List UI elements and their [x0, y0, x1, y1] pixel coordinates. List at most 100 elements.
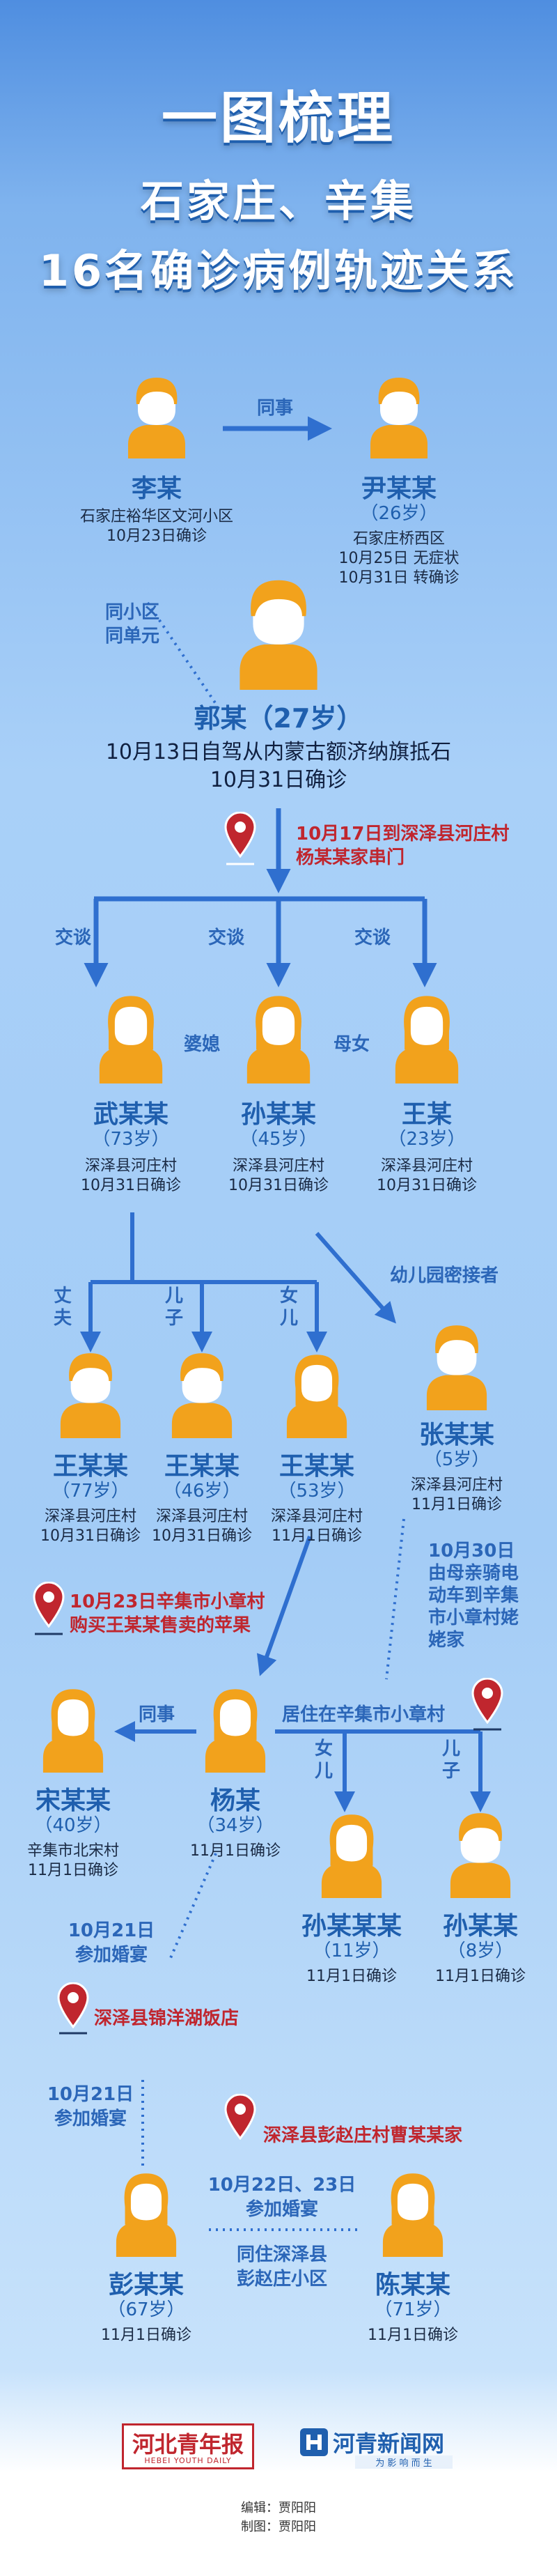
relation-colleague-1: 同事	[256, 398, 293, 419]
person-name-wang77: 王某某	[52, 1452, 128, 1481]
person-age-wang46: （46岁）	[163, 1481, 241, 1502]
relation-zhang-trip-4: 市小章村姥	[428, 1607, 519, 1628]
person-icon	[370, 378, 427, 458]
location-xiaozhang-buy-2: 购买王某某售卖的苹果	[70, 1615, 251, 1636]
relation-wedding1-1: 10月21日	[68, 1920, 155, 1941]
person-icon	[99, 996, 163, 1083]
relation-daughter-2: 儿	[279, 1308, 298, 1329]
person-info-wang77-1: 深泽县河庄村	[44, 1508, 136, 1525]
person-icon	[321, 1814, 382, 1898]
dotted-zhang-trip	[385, 1518, 405, 1680]
person-name-wu: 武某某	[93, 1100, 168, 1129]
person-icon	[60, 1353, 121, 1438]
person-info-yin-1: 石家庄桥西区	[352, 530, 445, 548]
arrow-kindergarten	[315, 1232, 396, 1324]
title-line-1: 一图梳理	[162, 86, 395, 151]
relation-same-unit-2: 同单元	[104, 626, 159, 647]
person-info-wu-1: 深泽县河庄村	[84, 1157, 177, 1175]
person-age-wang53: （53岁）	[278, 1481, 356, 1502]
person-icon	[382, 2173, 444, 2257]
person-name-zhang: 张某某	[418, 1421, 494, 1449]
person-info-li-1: 石家庄裕华区文河小区	[79, 508, 233, 525]
hebei-youth-daily-logo: 河北青年报 HEBEI YOUTH DAILY	[122, 2423, 254, 2469]
person-info-song-2: 11月1日确诊	[28, 1862, 118, 1879]
arrow-apple	[256, 1535, 312, 1676]
relation-daughter2-2: 儿	[314, 1761, 333, 1782]
person-icon	[395, 996, 459, 1083]
location-live-xiaozhang: 居住在辛集市小章村	[282, 1704, 446, 1725]
person-age-wang77: （77岁）	[52, 1481, 130, 1502]
person-icon	[128, 378, 185, 458]
location-pin-icon	[471, 1678, 503, 1724]
designer-credit: 制图：贾阳阳	[241, 2520, 316, 2534]
person-info-yin-2: 10月25日 无症状	[338, 550, 460, 567]
person-info-wang53-2: 11月1日确诊	[272, 1527, 362, 1545]
person-icon	[450, 1813, 511, 1898]
relation-wedding2-1: 10月21日	[47, 2084, 134, 2105]
person-name-song: 宋某某	[35, 1787, 111, 1815]
person-info-zhang-2: 11月1日确诊	[411, 1496, 502, 1513]
person-age-zhang: （5岁）	[423, 1449, 490, 1470]
person-info-wang46-1: 深泽县河庄村	[155, 1508, 248, 1525]
person-icon	[205, 1689, 266, 1773]
person-name-yang: 杨某	[210, 1787, 260, 1815]
person-info-li-2: 10月23日确诊	[107, 527, 207, 545]
person-info-sun8-1: 11月1日确诊	[435, 1968, 526, 1985]
editor-credit: 编辑：贾阳阳	[241, 2501, 316, 2515]
person-name-guo: 郭某（27岁）	[194, 703, 363, 734]
person-name-sun45: 孙某某	[240, 1100, 316, 1129]
location-pin-icon	[33, 1582, 65, 1628]
person-age-peng: （67岁）	[107, 2299, 185, 2320]
location-xiaozhang-buy-1: 10月23日辛集市小章村	[70, 1591, 265, 1612]
relation-son2-2: 子	[441, 1761, 460, 1782]
location-hotel: 深泽县锦洋湖饭店	[94, 2008, 240, 2029]
person-age-sun8: （8岁）	[447, 1941, 514, 1961]
person-name-li: 李某	[131, 475, 182, 503]
person-info-song-1: 辛集市北宋村	[26, 1842, 119, 1860]
logo1-main-text: 河北青年报	[132, 2431, 244, 2458]
person-icon	[246, 996, 311, 1083]
relation-zhang-trip-3: 动车到辛集	[428, 1585, 519, 1606]
person-info-wu-2: 10月31日确诊	[81, 1177, 181, 1194]
person-age-sun45: （45岁）	[240, 1129, 317, 1150]
location-pin-icon	[57, 1982, 89, 2028]
relation-son2-1: 儿	[441, 1738, 460, 1759]
relation-son-2: 子	[164, 1308, 183, 1329]
person-age-sun11: （11岁）	[313, 1941, 391, 1961]
person-age-chen: （71岁）	[374, 2299, 452, 2320]
relation-same-community-1: 同住深泽县	[236, 2244, 327, 2265]
hebei-news-logo: 河青新闻网 为 影 响 而 生	[299, 2423, 453, 2469]
person-name-wang53: 王某某	[278, 1452, 354, 1481]
person-info-guo-2: 10月31日确诊	[210, 768, 347, 792]
person-name-chen: 陈某某	[375, 2271, 450, 2299]
person-info-sun45-1: 深泽县河庄村	[232, 1157, 324, 1175]
relation-wedding3-2: 参加婚宴	[245, 2199, 318, 2220]
person-name-wang46: 王某某	[164, 1452, 240, 1481]
person-name-yin: 尹某某	[361, 475, 437, 503]
person-icon	[116, 2173, 177, 2257]
person-icon	[240, 580, 317, 690]
person-name-sun8: 孙某某	[442, 1912, 518, 1941]
relation-colleague-2: 同事	[138, 1704, 175, 1725]
relation-kindergarten: 幼儿园密接者	[390, 1265, 499, 1286]
person-icon	[171, 1353, 233, 1438]
person-info-peng-1: 11月1日确诊	[101, 2327, 191, 2344]
person-info-wang23-1: 深泽县河庄村	[380, 1157, 473, 1175]
person-info-sun11-1: 11月1日确诊	[306, 1968, 397, 1985]
relation-husband-1: 丈	[53, 1286, 72, 1306]
person-info-chen-1: 11月1日确诊	[368, 2327, 458, 2344]
relation-husband-2: 夫	[53, 1308, 72, 1329]
relation-zhang-trip-2: 由母亲骑电	[428, 1563, 519, 1584]
person-age-song: （40岁）	[34, 1815, 112, 1836]
person-icon	[42, 1689, 104, 1773]
logo1-sub-text: HEBEI YOUTH DAILY	[144, 2456, 232, 2465]
relation-talk-3: 交谈	[354, 927, 391, 948]
relation-daughter-in-law: 婆媳	[183, 1034, 220, 1055]
relation-daughter2-1: 女	[314, 1738, 333, 1759]
relation-talk-1: 交谈	[54, 927, 91, 948]
logo2-sub-text: 为 影 响 而 生	[355, 2455, 453, 2469]
person-info-wang53-1: 深泽县河庄村	[270, 1508, 363, 1525]
person-info-wang23-2: 10月31日确诊	[377, 1177, 477, 1194]
